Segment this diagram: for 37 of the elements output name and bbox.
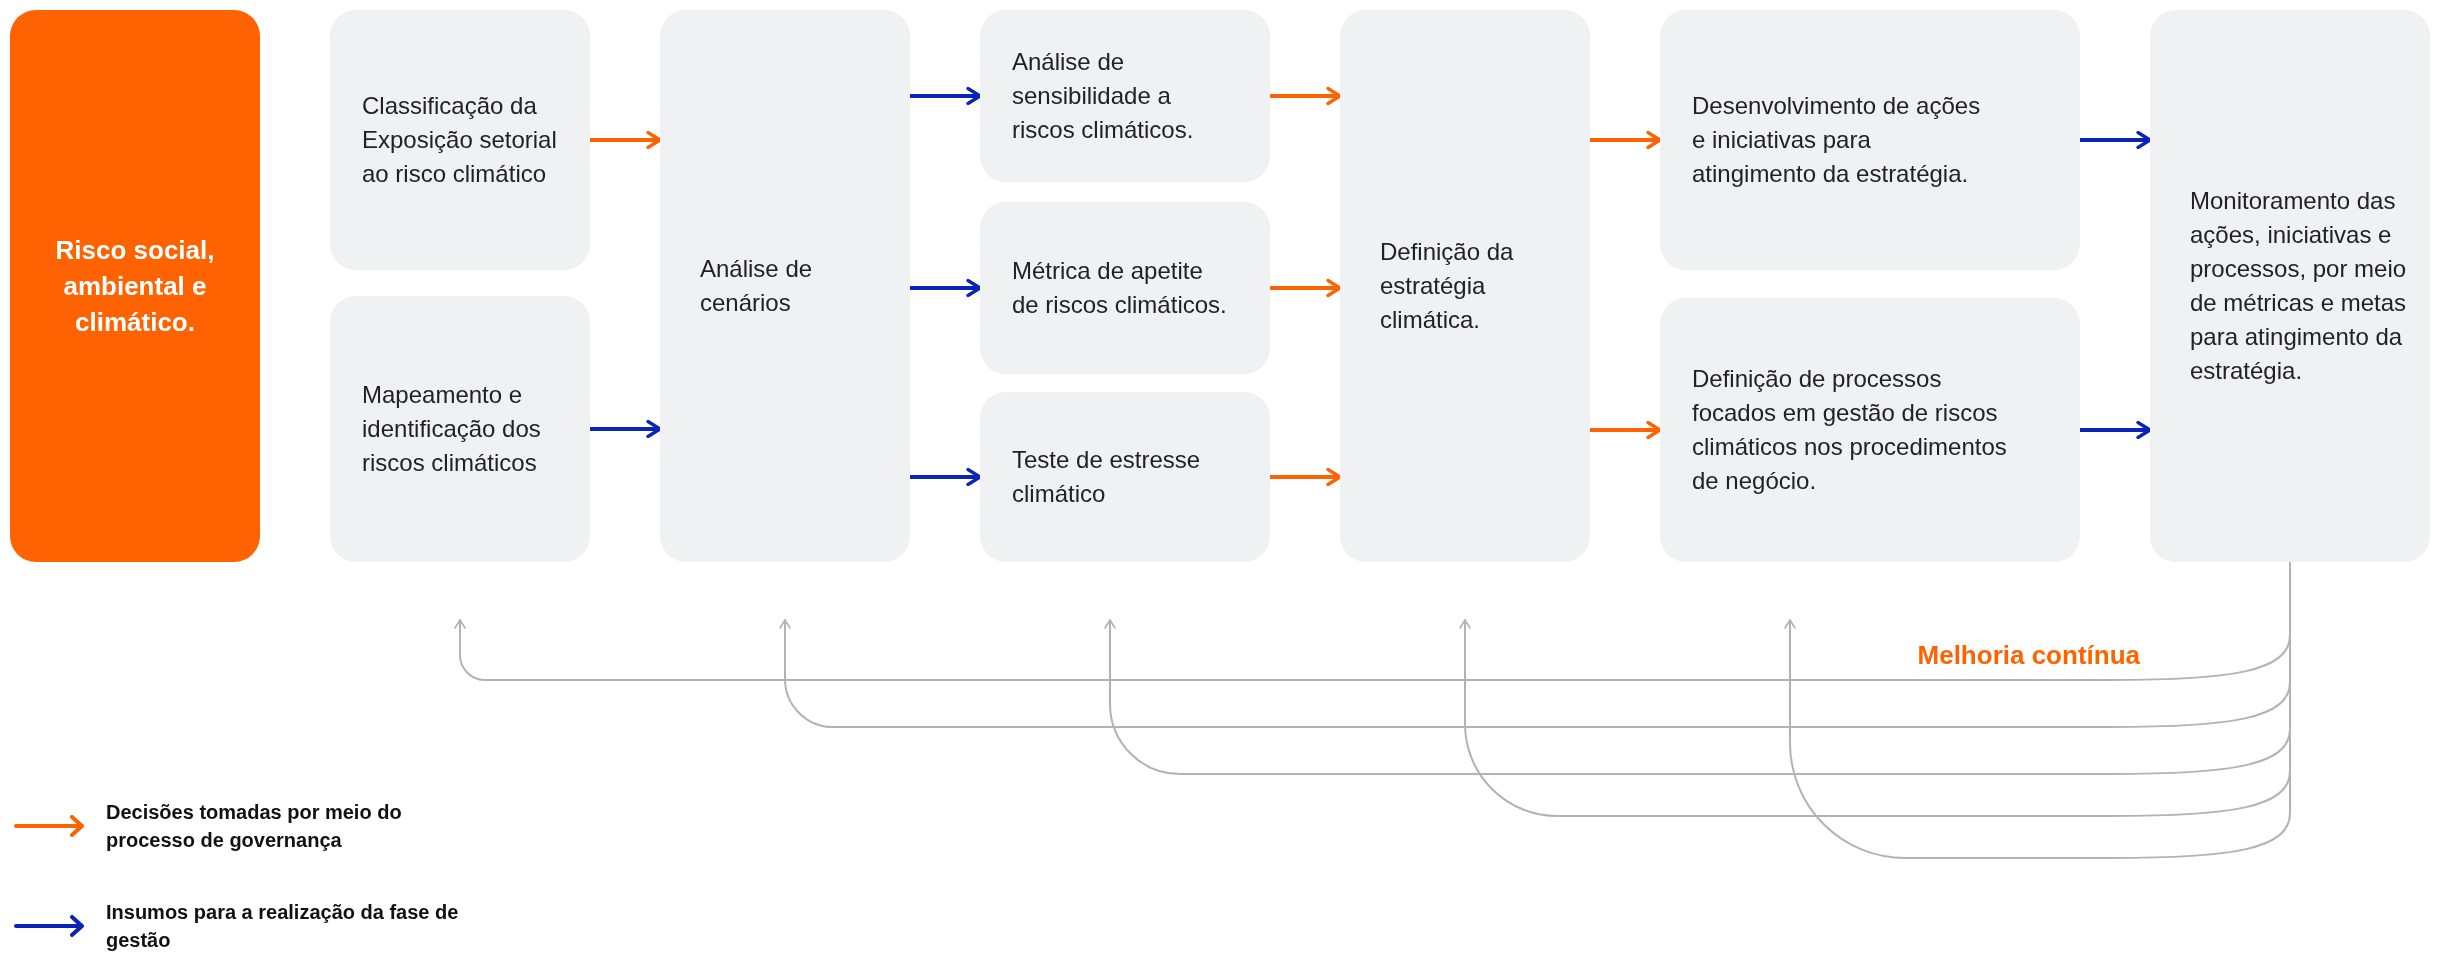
process-text: Desenvolvimento de ações e iniciativas para atingimento da estratégia. xyxy=(1692,91,1982,189)
arrow xyxy=(1588,420,1662,440)
arrow xyxy=(908,86,982,106)
arrow xyxy=(908,467,982,487)
process-text: Análise de cenários xyxy=(700,254,814,318)
arrow xyxy=(2078,420,2152,440)
process-text: Análise de sensibilidade a riscos climáticos. xyxy=(1012,47,1195,145)
process-text: Teste de estresse climático xyxy=(1012,445,1202,509)
highlight-text: Risco social, ambiental e climático. xyxy=(54,234,216,339)
process-box xyxy=(1340,10,1590,562)
process-box xyxy=(660,10,910,562)
arrow xyxy=(1268,86,1342,106)
process-box xyxy=(1660,298,2080,562)
arrow xyxy=(1268,278,1342,298)
process-box xyxy=(980,392,1270,562)
process-text: Classificação da Exposição setorial ao risco climático xyxy=(362,91,558,189)
arrow xyxy=(588,130,662,150)
process-text: Mapeamento e identificação dos riscos climáticos xyxy=(362,380,542,478)
process-text: Monitoramento das ações, iniciativas e processos, por meio de métricas e metas para atingimento da estratégia. xyxy=(2190,186,2408,386)
legend-text: Insumos para a realização da fase de gestão xyxy=(106,900,460,953)
process-box xyxy=(2150,10,2430,562)
highlight-box xyxy=(10,10,260,562)
process-box xyxy=(330,10,590,270)
legend-text: Decisões tomadas por meio do processo de governança xyxy=(106,800,403,853)
loop-label: Melhoria contínua xyxy=(1917,639,2140,672)
process-box xyxy=(980,202,1270,374)
process-box xyxy=(330,296,590,562)
process-box xyxy=(980,10,1270,182)
arrow xyxy=(2078,130,2152,150)
process-text: Métrica de apetite de riscos climáticos. xyxy=(1012,256,1227,320)
process-box xyxy=(1660,10,2080,270)
arrow xyxy=(1268,467,1342,487)
process-text: Definição da estratégia climática. xyxy=(1380,237,1515,335)
arrow xyxy=(588,419,662,439)
process-text: Definição de processos focados em gestão de riscos climáticos nos procedimentos de negócio. xyxy=(1692,364,2008,496)
arrow xyxy=(1588,130,1662,150)
arrow xyxy=(908,278,982,298)
